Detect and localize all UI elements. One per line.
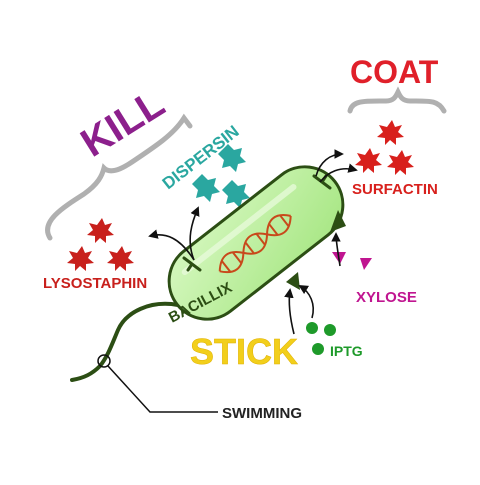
bacterium-body (167, 165, 345, 321)
bacterium (167, 165, 345, 321)
dispersin-molecule (192, 174, 220, 202)
lysostaphin-molecule (107, 246, 134, 271)
iptg-arrow-2 (284, 288, 295, 335)
surfactin-arrow-2 (315, 149, 344, 177)
iptg-arrow (298, 285, 315, 319)
coat-label: COAT (350, 54, 439, 90)
kill-bracket (45, 113, 193, 241)
surfactin-label: SURFACTIN (352, 181, 438, 198)
membrane-marker (182, 256, 202, 272)
lysostaphin-molecule (87, 218, 114, 243)
iptg-receptor (286, 272, 300, 290)
dispersin-molecule (218, 144, 246, 172)
lysostaphin-arrow (148, 229, 195, 261)
lysostaphin-label: LYSOSTAPHIN (43, 275, 147, 292)
iptg-molecule (312, 343, 324, 355)
xylose-label: XYLOSE (356, 289, 417, 306)
secretion-arrows (148, 149, 358, 261)
xylose-arrow (331, 232, 341, 267)
lysostaphin-molecule (67, 246, 94, 271)
surfactin-molecules (355, 120, 414, 175)
flagellar-motor (97, 354, 111, 368)
xylose-molecule (360, 258, 372, 270)
surfactin-molecule (355, 148, 382, 173)
dispersin-molecules (192, 144, 250, 208)
stick-label: STICK (190, 331, 298, 372)
coat-bracket (347, 86, 447, 114)
iptg-molecules (306, 322, 336, 355)
dispersin-arrow (189, 206, 200, 261)
lysostaphin-molecules (67, 218, 134, 271)
dna-helix (218, 214, 292, 274)
swimming-leader-line (107, 365, 218, 413)
bacterium-highlight (181, 184, 297, 276)
surfactin-molecule (377, 120, 404, 145)
xylose-receptor (330, 210, 346, 232)
surfactin-arrow-1 (319, 163, 358, 183)
iptg-molecule (324, 324, 336, 336)
iptg-label: IPTG (330, 343, 363, 359)
surfactin-molecule (387, 150, 414, 175)
kill-label: KILL (73, 81, 172, 165)
swimming-label: SWIMMING (222, 405, 302, 422)
dispersin-molecule (222, 180, 250, 208)
iptg-molecule (306, 322, 318, 334)
flagellum (70, 301, 180, 382)
